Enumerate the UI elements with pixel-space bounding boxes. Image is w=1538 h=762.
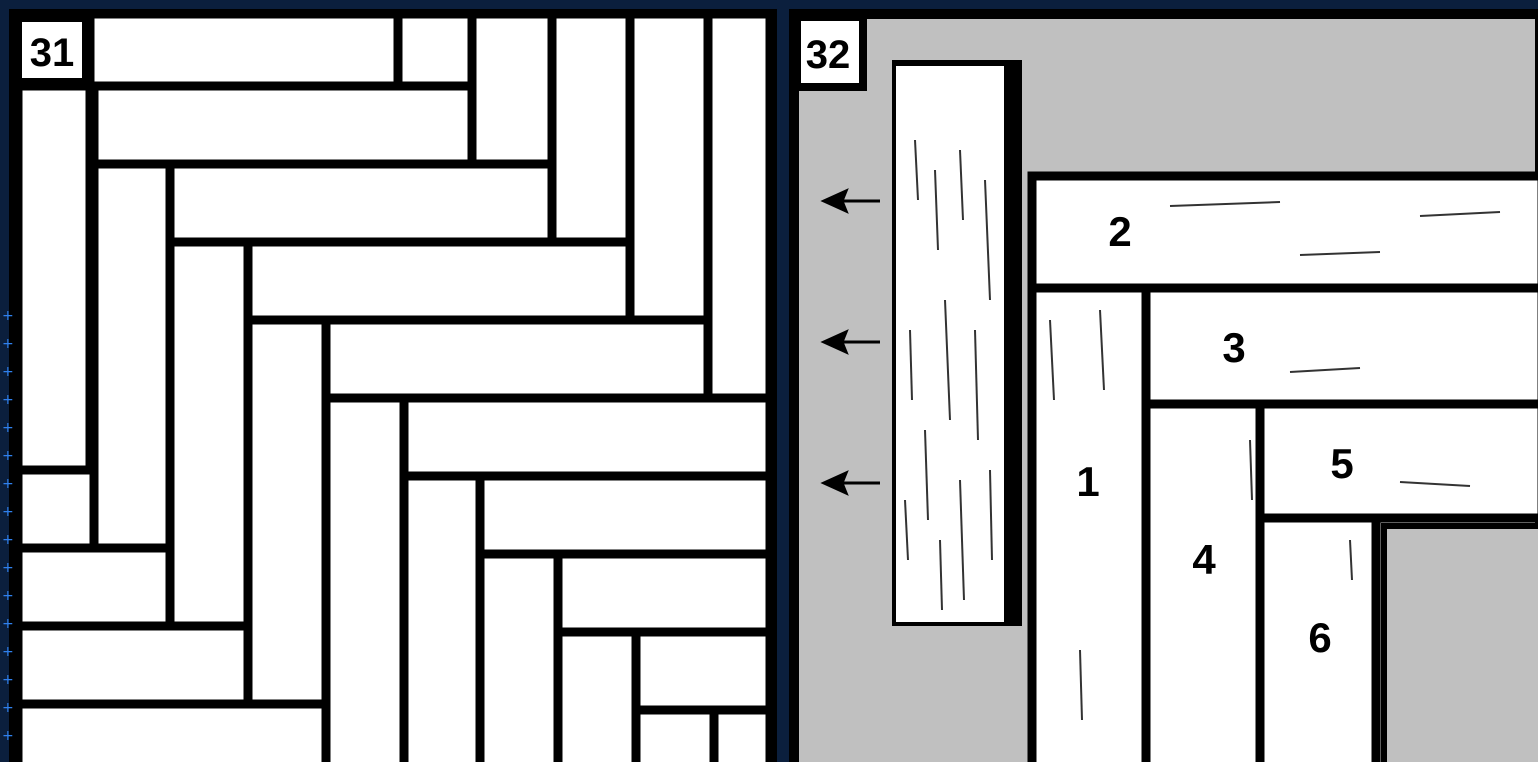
board	[326, 398, 404, 762]
board	[558, 632, 636, 762]
board-2-number: 2	[1108, 208, 1131, 255]
board	[636, 632, 770, 710]
board	[398, 14, 472, 86]
figure-32-label: 32	[806, 33, 851, 77]
board	[472, 14, 552, 164]
figure-31-panel: 31	[14, 14, 772, 762]
board	[714, 710, 770, 762]
board-3	[1146, 288, 1538, 404]
board-6-number: 6	[1308, 614, 1331, 661]
plus-icon: +	[2, 420, 14, 436]
board	[248, 320, 326, 704]
board	[18, 470, 94, 548]
board	[170, 242, 248, 626]
plus-icon: +	[2, 364, 14, 380]
board	[552, 14, 630, 242]
plus-icon: +	[2, 672, 14, 688]
board-4	[1146, 404, 1260, 762]
board	[636, 710, 714, 762]
board	[558, 554, 770, 632]
plus-icon: +	[2, 392, 14, 408]
plus-icon: +	[2, 700, 14, 716]
board	[630, 14, 708, 320]
plus-icon: +	[2, 308, 14, 324]
board-5	[1260, 404, 1538, 518]
loose-board	[892, 60, 1022, 626]
board	[94, 86, 472, 164]
board	[94, 164, 170, 548]
plus-icon: +	[2, 532, 14, 548]
plus-icon: +	[2, 504, 14, 520]
plus-icon: +	[2, 588, 14, 604]
board	[18, 548, 170, 626]
board-1	[1032, 288, 1146, 762]
figure-32-panel: 32	[794, 14, 1538, 762]
board	[18, 86, 90, 470]
board	[708, 14, 770, 398]
herringbone-pattern	[18, 14, 770, 762]
board	[404, 398, 770, 476]
plus-icon: +	[2, 448, 14, 464]
board-face	[896, 66, 1004, 622]
board	[170, 164, 552, 242]
board	[404, 476, 480, 762]
plus-icon: +	[2, 336, 14, 352]
board	[18, 626, 248, 704]
plus-icon: +	[2, 616, 14, 632]
board-5-number: 5	[1330, 440, 1353, 487]
board	[18, 704, 326, 762]
board-3-number: 3	[1222, 324, 1245, 371]
plus-icon: +	[2, 560, 14, 576]
empty-slot	[1384, 526, 1538, 762]
board-1-number: 1	[1076, 458, 1099, 505]
board	[480, 476, 770, 554]
board-4-number: 4	[1192, 536, 1216, 583]
board	[326, 320, 708, 398]
plus-icon: +	[2, 728, 14, 744]
board	[90, 14, 398, 86]
plus-icon: +	[2, 644, 14, 660]
board	[480, 554, 558, 762]
plus-icon: +	[2, 476, 14, 492]
board	[248, 242, 630, 320]
figure-31-label: 31	[30, 31, 75, 75]
